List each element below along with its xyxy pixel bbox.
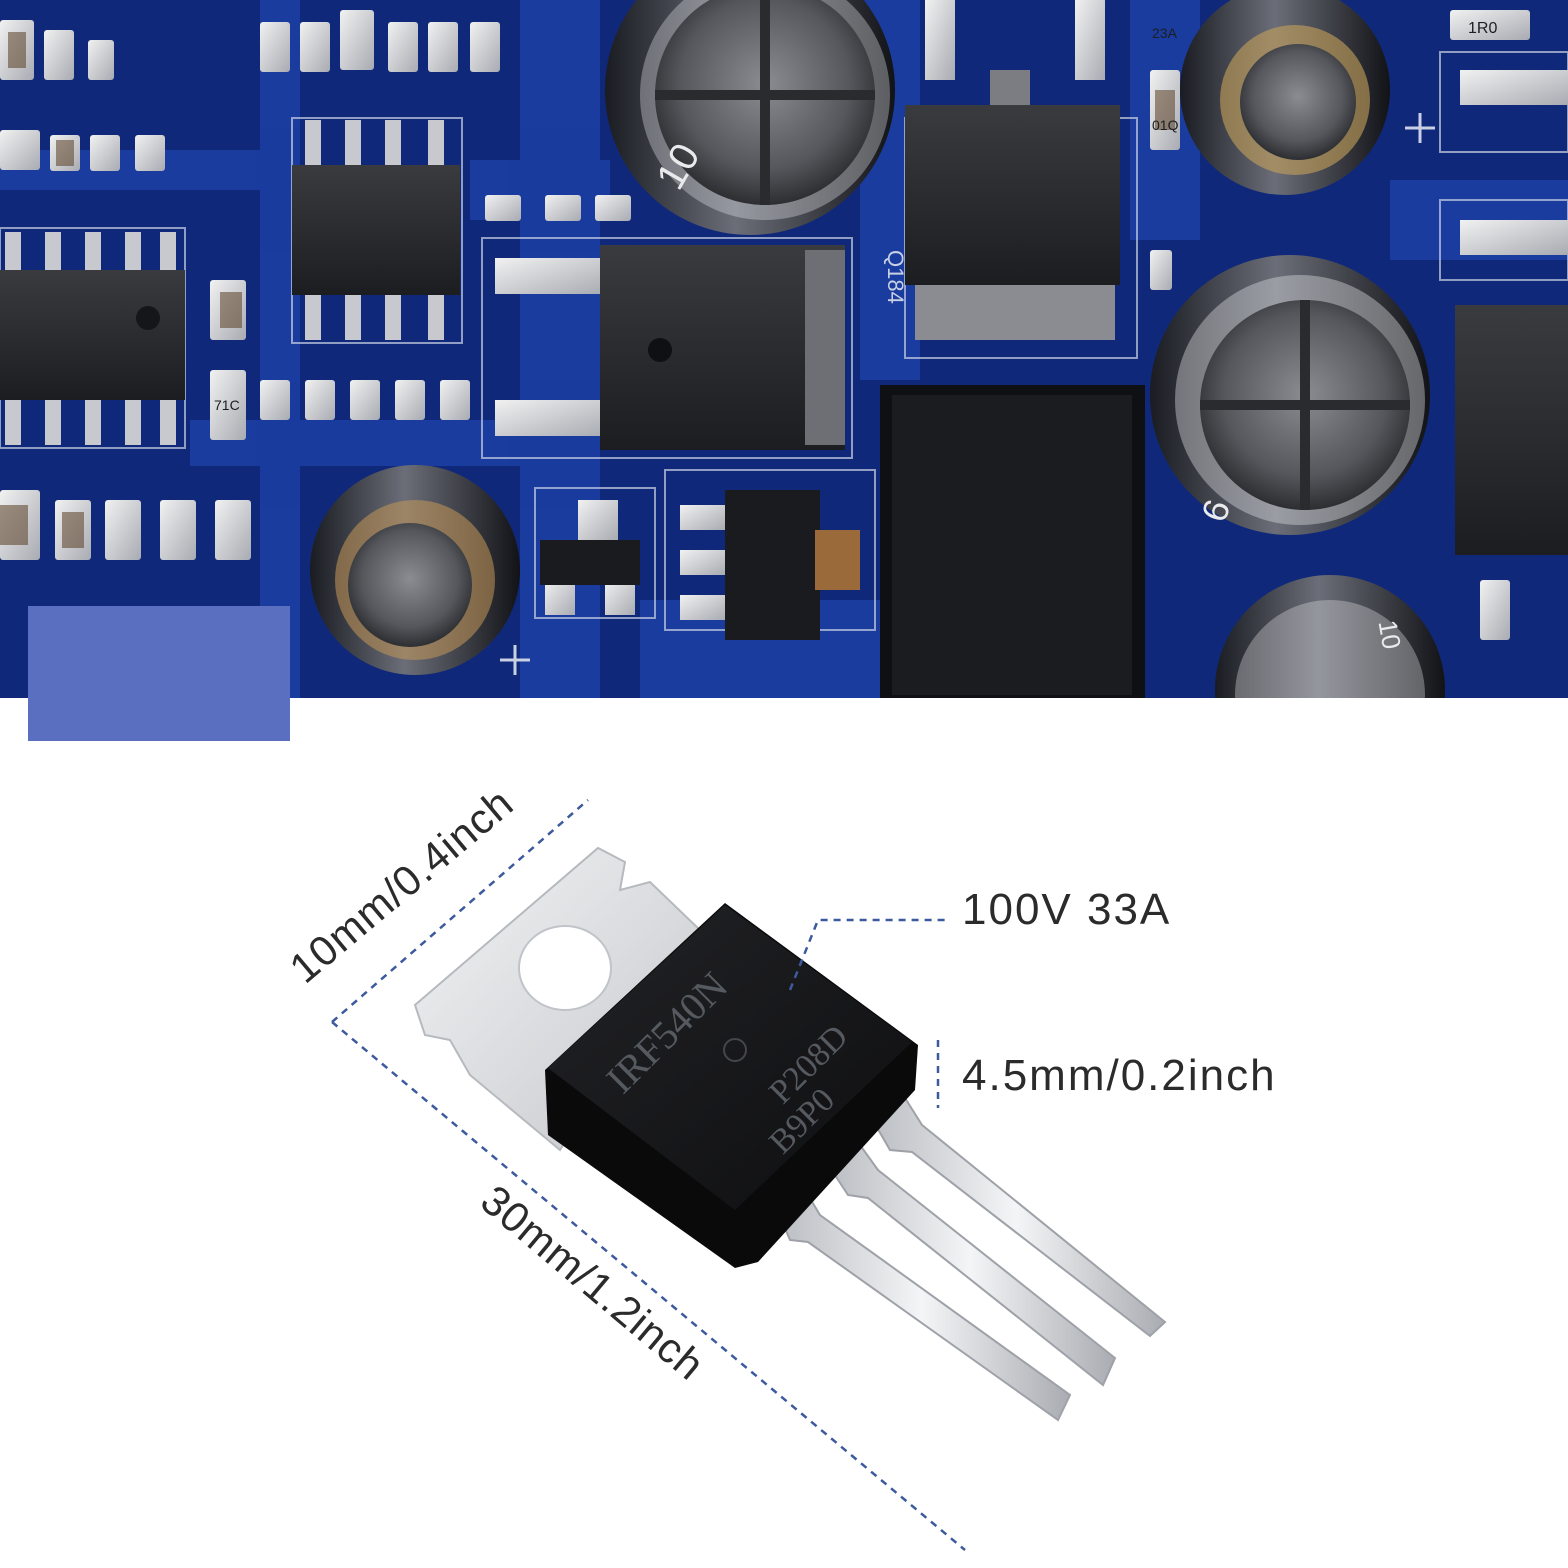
lead-source xyxy=(866,1096,1167,1338)
sot-transistors xyxy=(540,490,860,640)
marking-cap-10b: 10 xyxy=(1373,618,1408,652)
accent-color-block xyxy=(28,606,290,741)
ic-chip-soic xyxy=(292,120,460,340)
rating-label: 100V 33A xyxy=(962,885,1171,934)
lead-drain xyxy=(823,1143,1117,1387)
product-dimension-figure: IRF540N P208D B9P0 10mm/0.4inch 100V 33A… xyxy=(0,698,1568,1568)
dpak-transistor-top xyxy=(905,0,1120,340)
right-chip xyxy=(1455,70,1568,555)
marking-71c: 71C xyxy=(214,397,240,413)
marking-01q: 01Q xyxy=(1152,117,1179,133)
pin1-marker xyxy=(723,1038,747,1062)
dpak-transistor xyxy=(495,245,845,450)
mosfet-leads xyxy=(773,1096,1167,1422)
capacitor-small-top xyxy=(1180,0,1390,195)
mounting-hole xyxy=(518,925,612,1011)
ic-chip-left xyxy=(0,232,185,445)
mosfet-heatsink-tab xyxy=(413,846,702,1152)
marking-23a: 23A xyxy=(1152,25,1178,41)
pcb-background-photo: 1R0 23A 01Q 71C 10 6 10 Q184 xyxy=(0,0,1568,698)
capacitor-bottom-left xyxy=(310,465,520,675)
marking-q184: Q184 xyxy=(883,250,908,304)
width-dimension-line xyxy=(331,799,589,1023)
capacitor-bottom-right xyxy=(1215,575,1445,698)
thickness-label: 4.5mm/0.2inch xyxy=(962,1051,1277,1100)
mosfet-body xyxy=(545,903,918,1268)
capacitor-large-right xyxy=(1150,255,1430,535)
smd-components-left xyxy=(0,10,1530,640)
capacitor-large-top xyxy=(605,0,895,235)
dimension-lines xyxy=(331,799,966,1551)
power-inductor xyxy=(880,385,1145,698)
marking-1r0: 1R0 xyxy=(1468,20,1497,37)
rating-leader-line xyxy=(788,918,948,991)
pcb-plus-marks xyxy=(500,113,1435,675)
